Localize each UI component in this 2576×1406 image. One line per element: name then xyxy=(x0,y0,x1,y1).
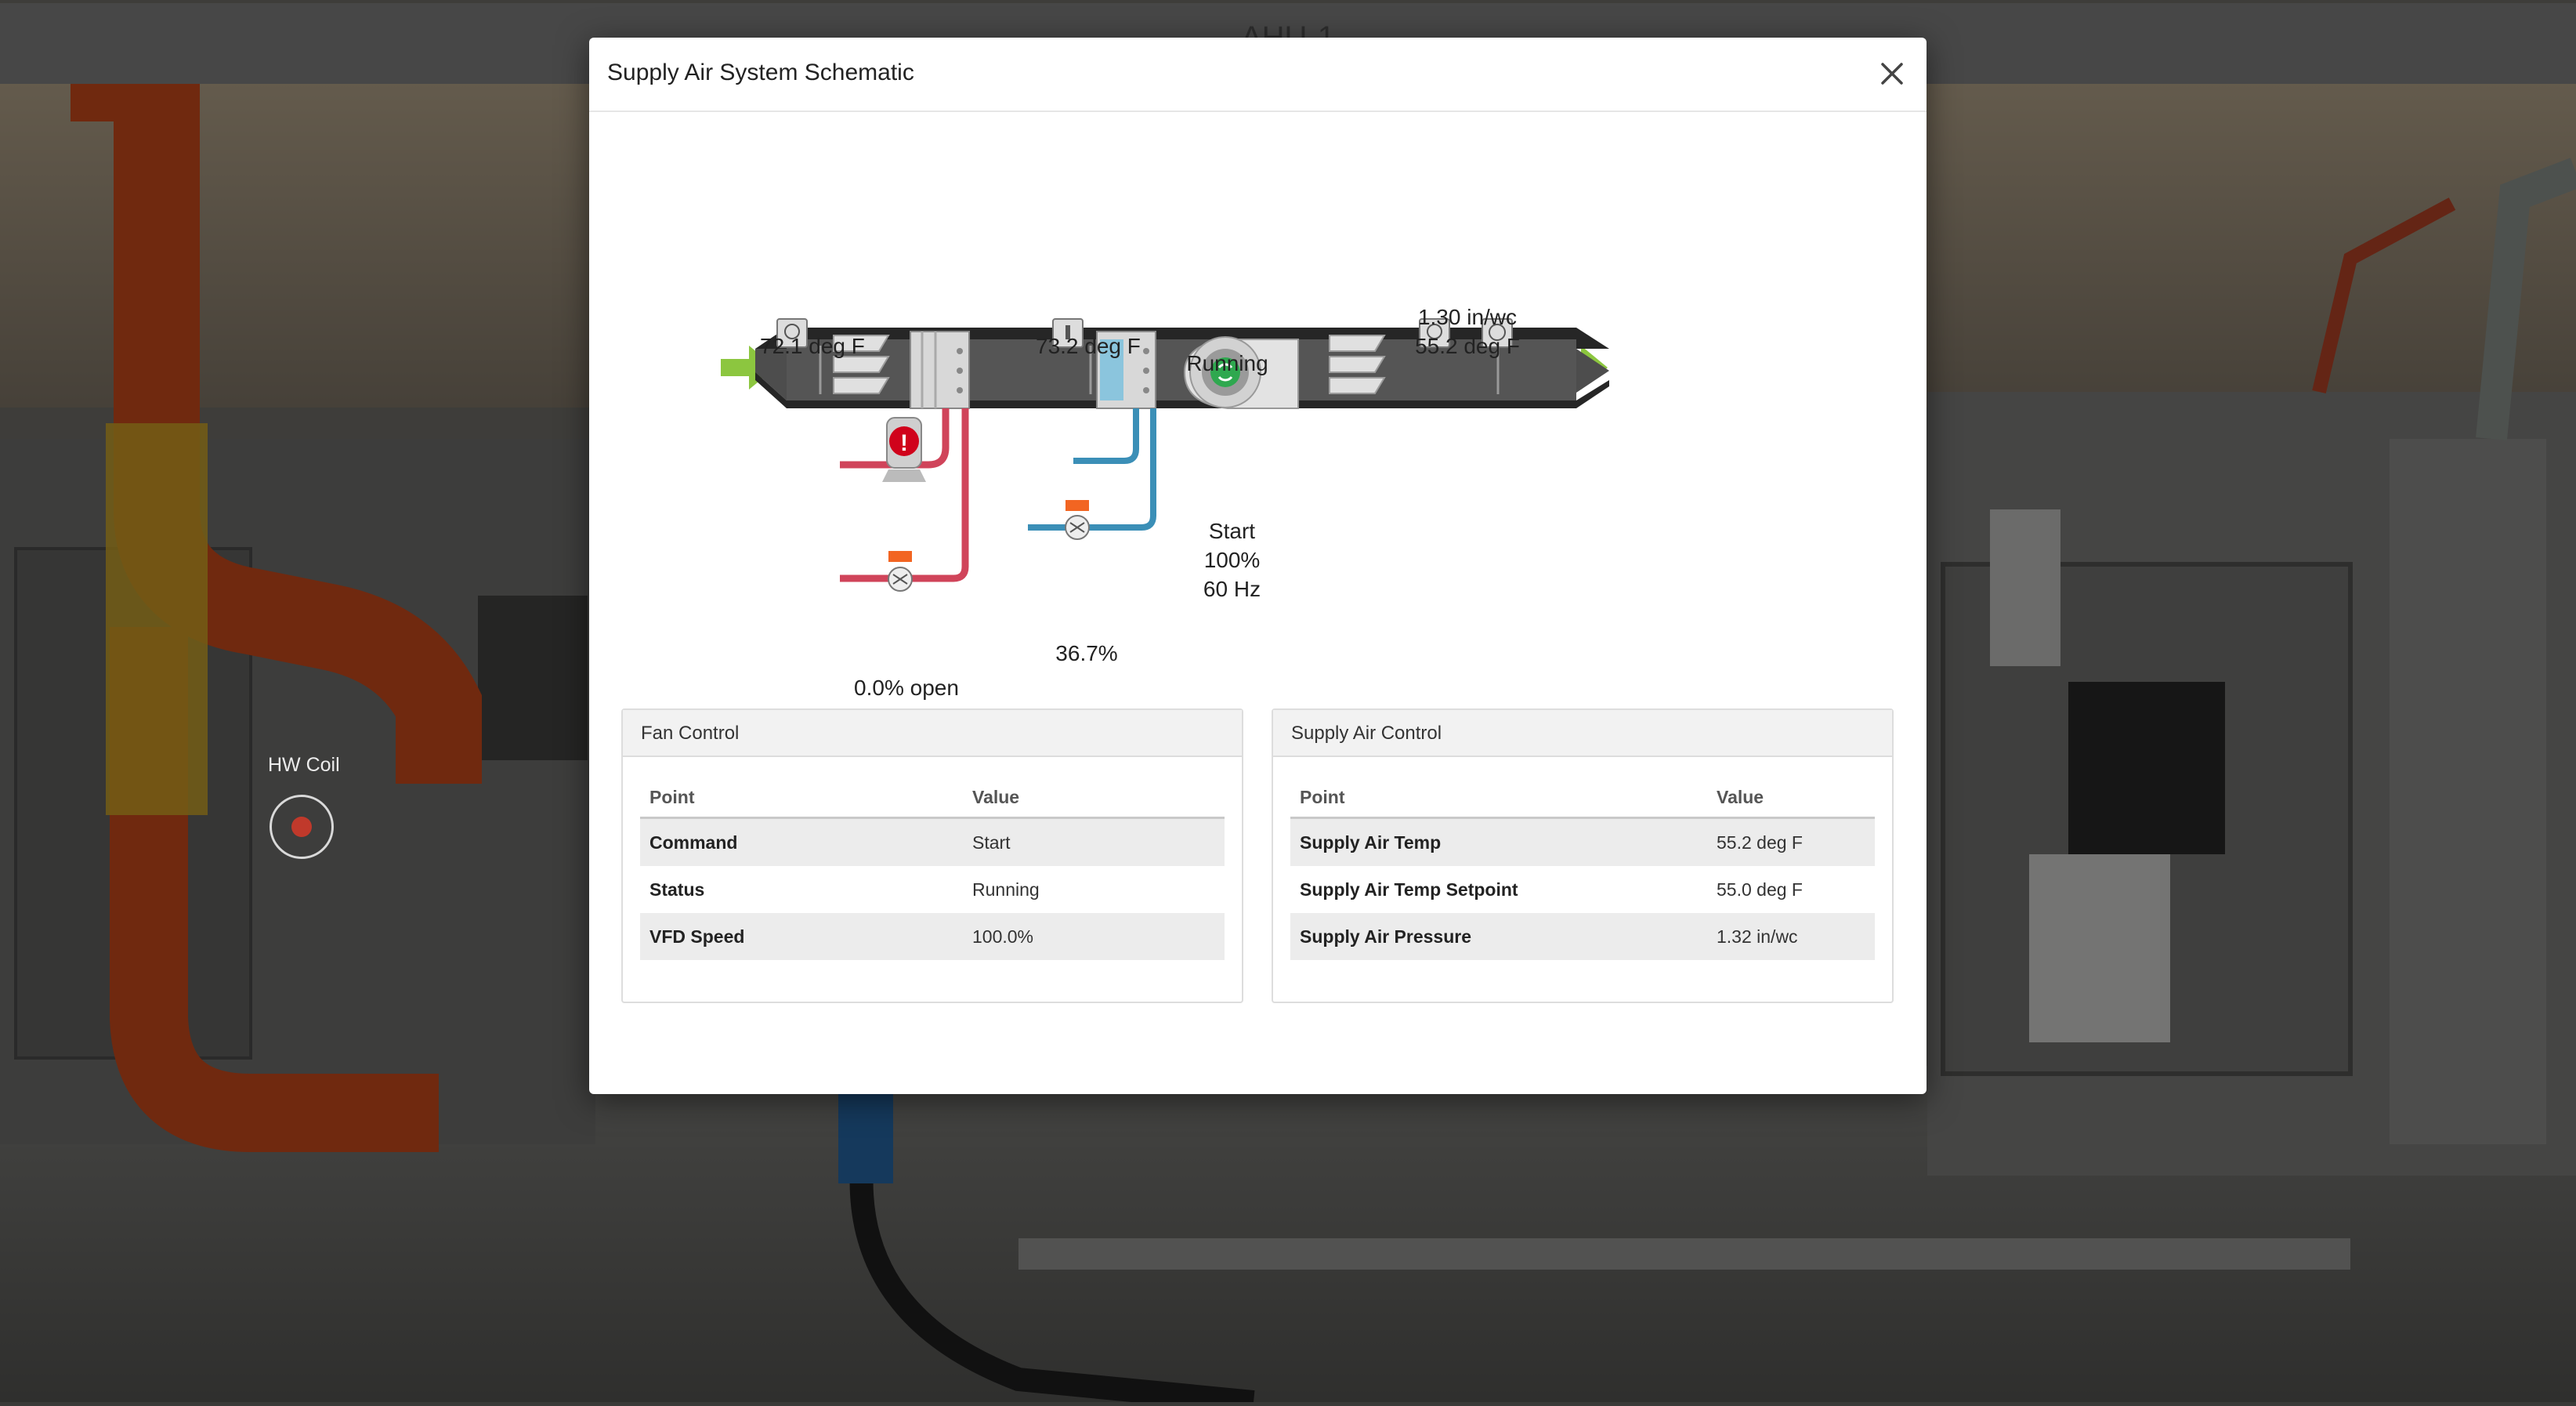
supply-air-control-table: Point Value Supply Air Temp 55.2 deg F S… xyxy=(1290,777,1875,960)
discharge-temp-sensor-icon xyxy=(1482,318,1513,348)
mixed-air-temp-sensor-icon xyxy=(776,318,808,348)
column-header-point: Point xyxy=(1290,777,1707,819)
ahu-duct-diagram: ! xyxy=(721,318,1644,592)
point-name: Supply Air Temp Setpoint xyxy=(1300,879,1518,900)
chw-valve-position-value: 36.7% xyxy=(1055,641,1118,665)
supply-air-schematic-modal: Supply Air System Schematic xyxy=(589,38,1927,1094)
table-row[interactable]: Status Running xyxy=(640,866,1225,913)
hw-valve-actuator-alarm-icon: ! xyxy=(882,417,926,482)
hw-valve-position-value: 0.0% open xyxy=(854,676,959,700)
point-name: Command xyxy=(640,817,963,866)
point-value: 55.0 deg F xyxy=(1717,879,1803,900)
close-icon xyxy=(1881,63,1903,85)
fan-status-value: Running xyxy=(1186,351,1268,375)
point-value: Start xyxy=(963,817,1225,866)
point-value: Running xyxy=(972,879,1040,900)
table-row[interactable]: Command Start xyxy=(640,817,1225,866)
modal-title: Supply Air System Schematic xyxy=(607,60,914,85)
fan-speed-value: 100% xyxy=(1203,548,1261,572)
fan-frequency-value: 60 Hz xyxy=(1203,577,1261,601)
supply-fan-icon xyxy=(1183,336,1299,409)
chilled-water-piping xyxy=(1028,408,1156,531)
close-button[interactable] xyxy=(1872,53,1912,94)
table-row[interactable]: Supply Air Temp 55.2 deg F xyxy=(1290,817,1875,866)
supply-air-control-header: Supply Air Control xyxy=(1273,710,1892,757)
column-header-value: Value xyxy=(963,777,1225,819)
fan-command-value: Start xyxy=(1208,519,1256,543)
point-value: 55.2 deg F xyxy=(1707,817,1875,866)
mixed-air-temp-value: 72.1 deg F xyxy=(760,334,865,358)
fan-control-table: Point Value Command Start Status Running… xyxy=(640,777,1225,960)
point-name: Supply Air Pressure xyxy=(1290,913,1707,960)
static-pressure-sensor-icon xyxy=(1419,318,1450,348)
duct-static-pressure-value: 1.30 in/wc xyxy=(1417,305,1518,329)
outside-air-damper-icon xyxy=(833,335,890,394)
modal-header: Supply Air System Schematic xyxy=(589,38,1927,112)
table-row[interactable]: VFD Speed 100.0% xyxy=(640,913,1225,960)
discharge-damper-icon xyxy=(1329,335,1386,394)
supply-air-control-panel: Supply Air Control Point Value Supply Ai… xyxy=(1272,708,1894,1003)
point-name: Status xyxy=(649,879,705,900)
hotspot-label: HW Coil xyxy=(268,754,340,776)
discharge-temp-value: 55.2 deg F xyxy=(1415,334,1520,358)
column-header-point: Point xyxy=(640,777,963,819)
chilled-water-coil-icon xyxy=(1096,331,1156,409)
table-row[interactable]: Supply Air Temp Setpoint 55.0 deg F xyxy=(1290,866,1875,913)
chw-control-valve-icon xyxy=(1065,500,1090,540)
point-value: 100.0% xyxy=(963,913,1225,960)
point-name: VFD Speed xyxy=(640,913,963,960)
ahu-schematic: ! 72.1 deg F 73.2 deg F Running 1.30 in/ xyxy=(715,253,1644,739)
preheat-temp-sensor-icon xyxy=(1052,318,1084,348)
fan-control-panel: Fan Control Point Value Command Start St… xyxy=(621,708,1243,1003)
hotspot-dot-icon xyxy=(291,817,312,837)
svg-text:!: ! xyxy=(900,430,908,456)
column-header-value: Value xyxy=(1707,777,1875,819)
point-name: Supply Air Temp xyxy=(1290,817,1707,866)
fan-control-title: Fan Control xyxy=(641,723,740,744)
table-row[interactable]: Supply Air Pressure 1.32 in/wc xyxy=(1290,913,1875,960)
preheat-temp-value: 73.2 deg F xyxy=(1036,334,1141,358)
fan-control-header: Fan Control xyxy=(623,710,1242,757)
hw-control-valve-icon xyxy=(888,551,913,592)
point-value: 1.32 in/wc xyxy=(1707,913,1875,960)
hw-coil-hotspot[interactable] xyxy=(270,795,334,859)
supply-air-control-title: Supply Air Control xyxy=(1291,723,1442,744)
hot-water-coil-icon xyxy=(910,331,970,409)
